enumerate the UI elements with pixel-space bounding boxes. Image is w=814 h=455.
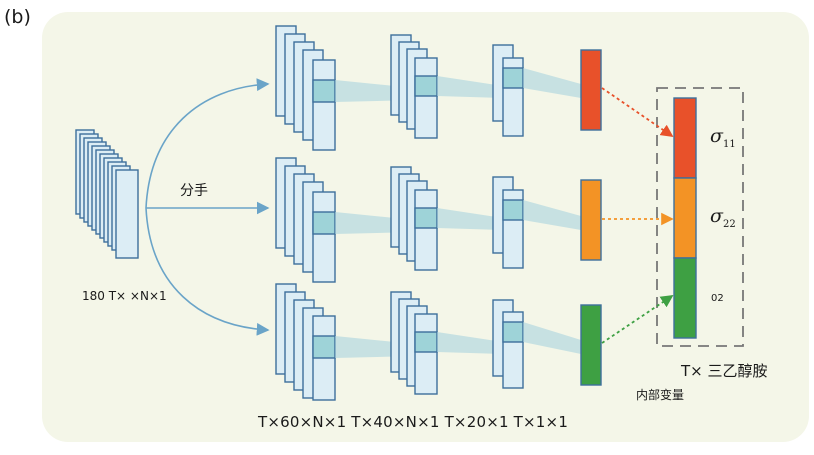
term-02-label: 02 [711,293,724,304]
sigma-22-label: σ22 [710,205,736,230]
output-dashed-box [656,87,744,347]
input-dimension-label: 180 T× ×N×1 [82,289,167,303]
conv-layer-40 [390,166,438,271]
output-label: T× 三乙醇胺 [681,362,768,380]
latent-variable-label: 内部变量 [636,388,685,402]
latent-bar-red [580,49,602,131]
output-column [673,97,697,339]
conv-layer-20 [492,44,524,137]
panel-label: (b) [4,6,31,28]
branch-row-3 [275,283,602,401]
conv-layer-60 [275,283,336,401]
conv-layer-60 [275,157,336,283]
latent-bar-orange [580,179,602,261]
sigma-11-label: σ11 [710,125,736,150]
split-label: 分手 [180,183,208,199]
latent-bar-green [580,304,602,386]
input-stack [75,129,139,259]
conv-layer-60 [275,25,336,151]
layer-dimensions-label: T×60×N×1 T×40×N×1 T×20×1 T×1×1 [258,413,569,431]
conv-layer-20 [492,176,524,269]
conv-layer-40 [390,291,438,395]
split-arrows [145,78,270,336]
conv-layer-40 [390,34,438,139]
branch-row-1 [275,25,602,151]
branch-row-2 [275,157,602,283]
latent-connectors [601,87,674,344]
conv-layer-20 [492,299,524,389]
